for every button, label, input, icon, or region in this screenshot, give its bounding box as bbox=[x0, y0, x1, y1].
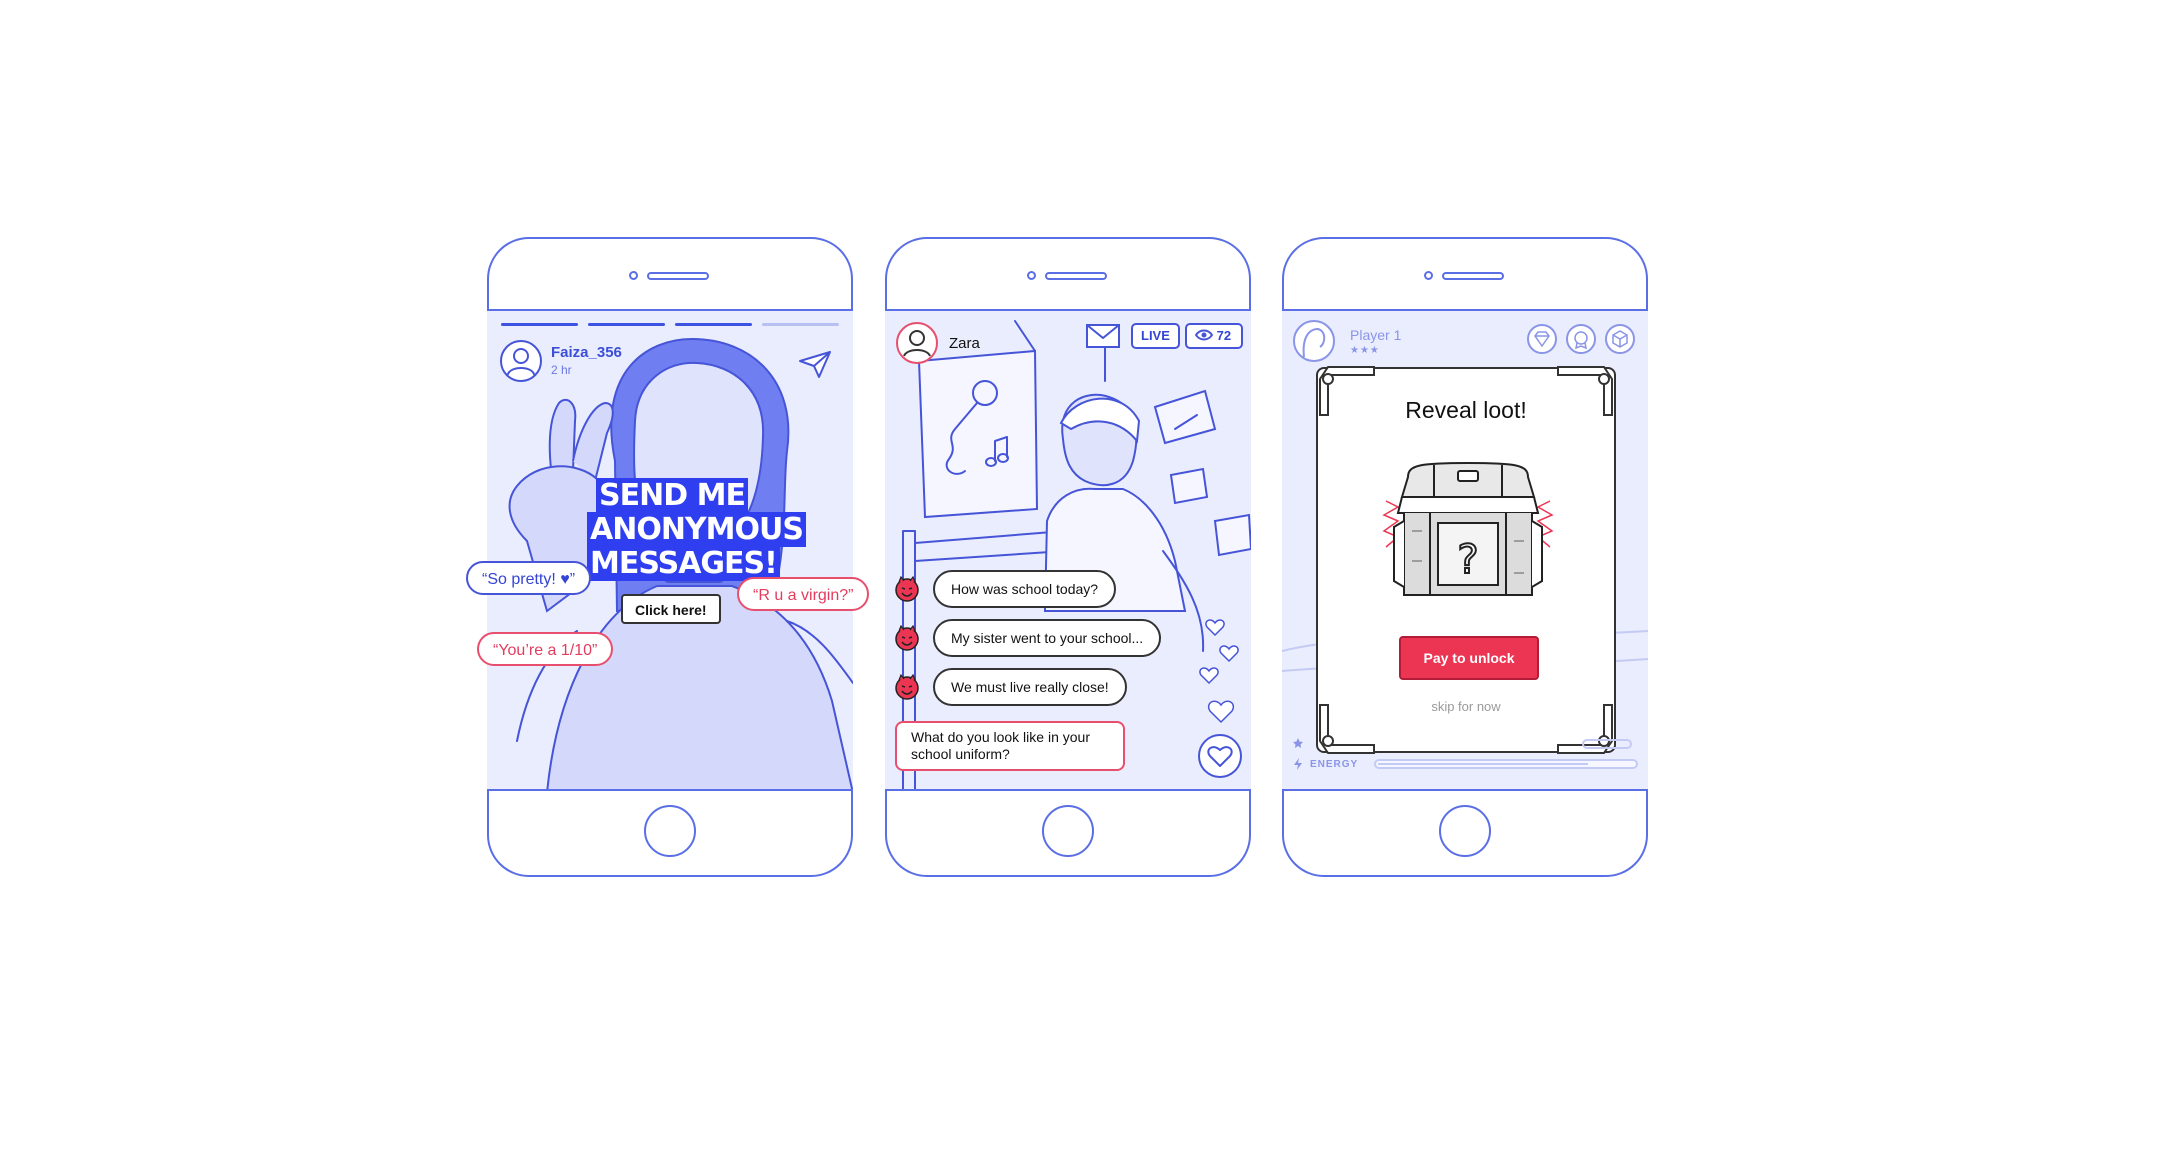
earpiece bbox=[1442, 272, 1504, 280]
cube-icon[interactable] bbox=[1604, 323, 1636, 355]
viewer-count-badge: 72 bbox=[1185, 323, 1243, 349]
devil-icon bbox=[895, 576, 919, 602]
earpiece bbox=[1045, 272, 1107, 280]
chat-message: How was school today? bbox=[933, 570, 1117, 608]
comment-rating: “You’re a 1/10” bbox=[477, 632, 614, 666]
chat-message: We must live really close! bbox=[933, 668, 1127, 706]
avatar-icon[interactable] bbox=[499, 339, 543, 383]
comment-virgin: “R u a virgin?” bbox=[737, 577, 870, 611]
player-name: Player 1 bbox=[1350, 327, 1402, 343]
lightning-icon bbox=[1294, 758, 1302, 770]
story-username[interactable]: Faiza_356 bbox=[551, 344, 622, 361]
game-screen: Player 1 ★★★ Reve bbox=[1282, 309, 1648, 791]
live-badge: LIVE bbox=[1131, 323, 1180, 349]
story-progress bbox=[501, 323, 839, 326]
loot-title: Reveal loot! bbox=[1405, 397, 1527, 423]
eye-icon bbox=[1195, 329, 1213, 341]
earpiece bbox=[647, 272, 709, 280]
player-avatar-icon[interactable] bbox=[1292, 319, 1336, 363]
story-screen: Faiza_356 2 hr SEND ME ANONYMOUS MESSAGE… bbox=[487, 309, 853, 791]
front-camera bbox=[1027, 271, 1036, 280]
viewer-count: 72 bbox=[1216, 328, 1232, 343]
comment-so-pretty: “So pretty! ♥” bbox=[466, 561, 592, 595]
skip-for-now-link[interactable]: skip for now bbox=[1431, 699, 1501, 714]
badge-icon[interactable] bbox=[1565, 323, 1597, 355]
player-rating: ★★★ bbox=[1350, 345, 1380, 356]
xp-bar bbox=[1582, 739, 1632, 749]
star-icon bbox=[1293, 738, 1303, 748]
treasure-chest-icon[interactable]: ? bbox=[1368, 461, 1568, 601]
livestream-screen: Zara LIVE 72 How was school today? My si… bbox=[885, 309, 1251, 791]
energy-bar bbox=[1374, 759, 1638, 769]
svg-text:?: ? bbox=[1457, 537, 1478, 583]
devil-icon bbox=[895, 625, 919, 651]
chat-message: My sister went to your school... bbox=[933, 619, 1162, 657]
home-button[interactable] bbox=[1042, 805, 1094, 857]
click-here-button[interactable]: Click here! bbox=[621, 594, 721, 624]
mail-icon[interactable] bbox=[1085, 323, 1121, 349]
streamer-name[interactable]: Zara bbox=[949, 335, 980, 352]
send-icon[interactable] bbox=[797, 349, 833, 379]
diamond-icon[interactable] bbox=[1526, 323, 1558, 355]
home-button[interactable] bbox=[1439, 805, 1491, 857]
energy-label: ENERGY bbox=[1310, 759, 1359, 770]
phone-story: Faiza_356 2 hr SEND ME ANONYMOUS MESSAGE… bbox=[466, 237, 870, 877]
story-time: 2 hr bbox=[551, 363, 572, 377]
front-camera bbox=[629, 271, 638, 280]
devil-icon bbox=[895, 674, 919, 700]
heart-icon[interactable] bbox=[1197, 733, 1243, 779]
pay-to-unlock-button[interactable]: Pay to unlock bbox=[1399, 636, 1539, 680]
front-camera bbox=[1424, 271, 1433, 280]
anonymous-messages-headline: SEND ME ANONYMOUS MESSAGES! bbox=[587, 478, 806, 581]
message-compose-field[interactable]: What do you look like in your school uni… bbox=[895, 721, 1125, 771]
phone-game: Player 1 ★★★ Reve bbox=[1282, 237, 1648, 877]
phone-livestream: Zara LIVE 72 How was school today? My si… bbox=[885, 237, 1251, 877]
reveal-loot-modal: Reveal loot! ? Pay to unlock skip for no… bbox=[1316, 366, 1616, 754]
home-button[interactable] bbox=[644, 805, 696, 857]
streamer-avatar-icon[interactable] bbox=[895, 321, 939, 365]
bedroom-illustration bbox=[902, 320, 1251, 789]
